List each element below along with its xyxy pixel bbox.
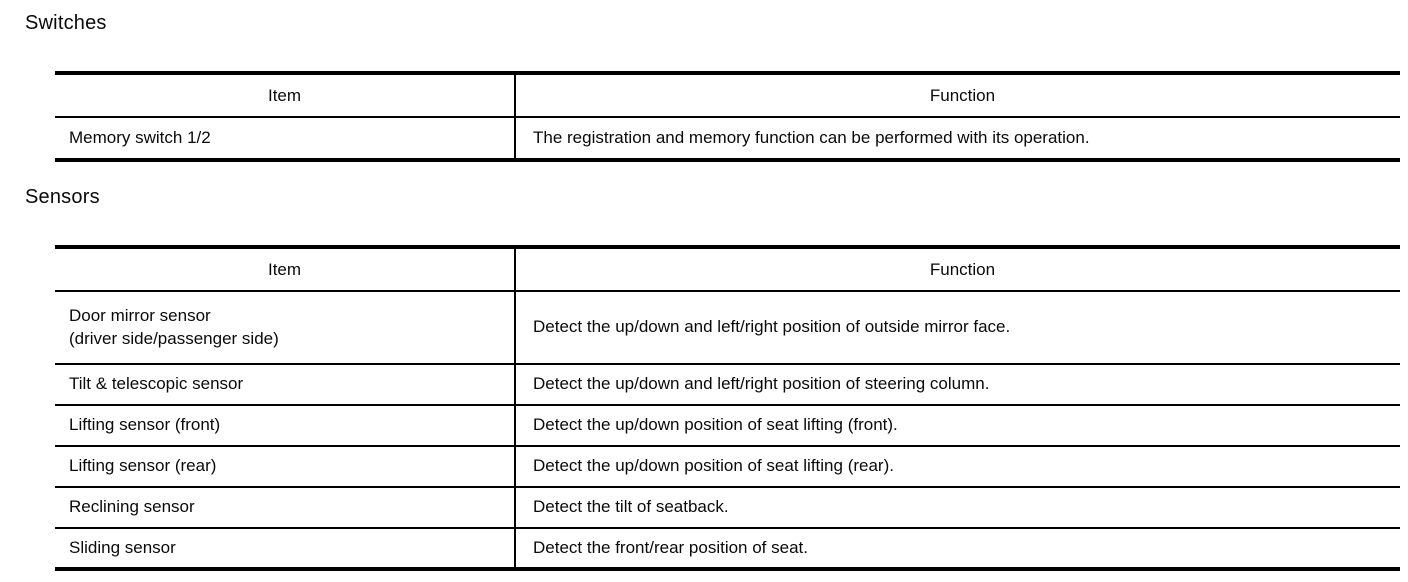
table-row: Reclining sensor Detect the tilt of seat… <box>55 487 1400 529</box>
table-cell-function: Detect the up/down and left/right positi… <box>514 364 1400 406</box>
table-cell-item: Tilt & telescopic sensor <box>55 364 515 406</box>
column-header-item: Item <box>55 247 515 292</box>
section-heading-switches: Switches <box>25 12 107 34</box>
table-cell-function: Detect the up/down position of seat lift… <box>514 405 1400 447</box>
table-row: Memory switch 1/2 The registration and m… <box>55 117 1400 160</box>
switches-table-header: Item Function <box>55 73 1400 118</box>
table-cell-item: Reclining sensor <box>55 487 515 529</box>
column-header-function: Function <box>514 73 1400 118</box>
table-cell-function: Detect the front/rear position of seat. <box>514 528 1400 569</box>
table-cell-item: Sliding sensor <box>69 537 176 557</box>
table-cell-function: Detect the tilt of seatback. <box>514 487 1400 529</box>
table-header-row: Item Function <box>55 73 1400 118</box>
table-cell-item: Lifting sensor (rear) <box>55 446 515 488</box>
table-cell-function: Detect the up/down position of seat lift… <box>514 446 1400 488</box>
switches-table: Item Function Memory switch 1/2 The regi… <box>55 71 1400 162</box>
sensors-table-body: Door mirror sensor (driver side/passenge… <box>55 291 1400 569</box>
table-cell-item: Lifting sensor (front) <box>55 405 515 447</box>
table-header-row: Item Function <box>55 247 1400 292</box>
table-cell-function: Detect the up/down and left/right positi… <box>514 291 1400 365</box>
section-heading-sensors: Sensors <box>25 186 100 208</box>
table-row: Sliding sensor Detect the front/rear pos… <box>55 528 1400 569</box>
table-cell-item: Door mirror sensor (driver side/passenge… <box>55 291 515 365</box>
table-row: Tilt & telescopic sensor Detect the up/d… <box>55 364 1400 406</box>
sensors-table-header: Item Function <box>55 247 1400 292</box>
column-header-item: Item <box>55 73 515 118</box>
table-cell-item: Memory switch 1/2 <box>69 127 211 147</box>
switches-table-body: Memory switch 1/2 The registration and m… <box>55 117 1400 160</box>
table-cell-function: The registration and memory function can… <box>514 117 1400 160</box>
table-row: Door mirror sensor (driver side/passenge… <box>55 291 1400 365</box>
table-row: Lifting sensor (front) Detect the up/dow… <box>55 405 1400 447</box>
sensors-table: Item Function Door mirror sensor (driver… <box>55 245 1400 571</box>
table-row: Lifting sensor (rear) Detect the up/down… <box>55 446 1400 488</box>
column-header-function: Function <box>514 247 1400 292</box>
